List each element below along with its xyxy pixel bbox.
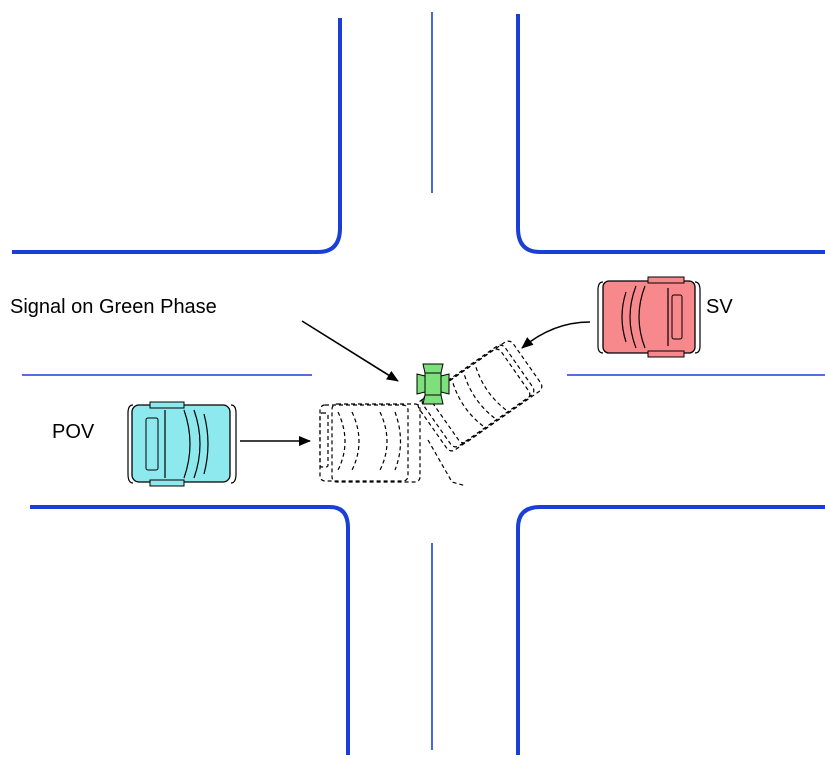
sv-vehicle-icon — [597, 276, 701, 358]
signal-arrow-icon — [301, 320, 399, 382]
curb-bottom-left — [30, 505, 350, 755]
road-curbs — [12, 14, 825, 755]
pov-label: POV — [52, 421, 95, 443]
sv-collision-positions — [417, 340, 543, 487]
curb-top-right — [516, 14, 825, 254]
traffic-signal-icon — [416, 363, 450, 405]
sv-arrow-icon — [521, 321, 591, 349]
curb-bottom-right — [516, 505, 825, 755]
sv-label: SV — [706, 296, 733, 318]
signal-label: Signal on Green Phase — [10, 296, 217, 318]
lane-lines — [22, 12, 825, 750]
curb-top-left — [12, 18, 342, 254]
pov-collision-positions — [319, 403, 421, 483]
sv-ghost-outline — [421, 344, 535, 448]
sv-ghost-2 — [429, 340, 543, 444]
pov-vehicle-icon — [127, 401, 237, 487]
